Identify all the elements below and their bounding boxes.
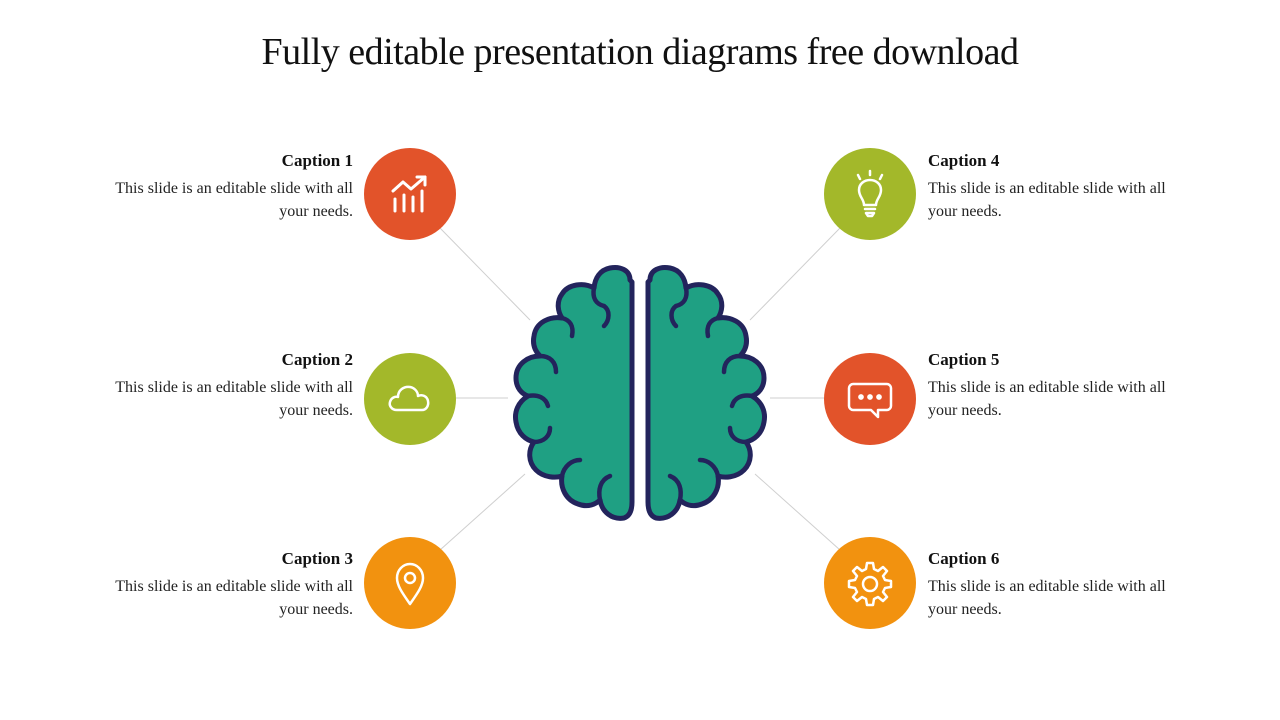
connector-4: [749, 227, 841, 321]
caption-6-text: This slide is an editable slide with all…: [928, 578, 1166, 618]
brain-icon: [513, 265, 767, 521]
caption-3-icon-circle: [364, 537, 456, 629]
caption-1: Caption 1 This slide is an editable slid…: [103, 151, 353, 223]
caption-2-text: This slide is an editable slide with all…: [115, 379, 353, 419]
caption-6-icon-circle: [824, 537, 916, 629]
slide-title: Fully editable presentation diagrams fre…: [261, 31, 1019, 73]
caption-4-text: This slide is an editable slide with all…: [928, 180, 1166, 220]
connector-3: [439, 473, 526, 551]
caption-4-title: Caption 4: [928, 151, 1000, 170]
gear-icon: [847, 561, 893, 607]
caption-4: Caption 4 This slide is an editable slid…: [928, 151, 1178, 223]
caption-2: Caption 2 This slide is an editable slid…: [103, 350, 353, 422]
caption-3: Caption 3 This slide is an editable slid…: [103, 549, 353, 621]
connector-1: [439, 227, 531, 321]
caption-1-text: This slide is an editable slide with all…: [115, 180, 353, 220]
caption-1-title: Caption 1: [281, 151, 353, 170]
caption-5: Caption 5 This slide is an editable slid…: [928, 350, 1178, 422]
caption-5-title: Caption 5: [928, 350, 1000, 369]
growth-chart-icon: [391, 175, 427, 213]
caption-5-text: This slide is an editable slide with all…: [928, 379, 1166, 419]
lightbulb-icon: [856, 169, 884, 218]
caption-1-icon-circle: [364, 148, 456, 240]
caption-6: Caption 6 This slide is an editable slid…: [928, 549, 1178, 621]
caption-2-title: Caption 2: [281, 350, 353, 369]
chat-bubble-icon: [847, 382, 893, 419]
caption-4-icon-circle: [824, 148, 916, 240]
caption-2-icon-circle: [364, 353, 456, 445]
location-pin-icon: [395, 562, 425, 606]
caption-5-icon-circle: [824, 353, 916, 445]
caption-6-title: Caption 6: [928, 549, 1000, 568]
cloud-icon: [388, 385, 430, 412]
caption-3-text: This slide is an editable slide with all…: [115, 578, 353, 618]
connector-6: [754, 473, 841, 551]
caption-3-title: Caption 3: [281, 549, 353, 568]
